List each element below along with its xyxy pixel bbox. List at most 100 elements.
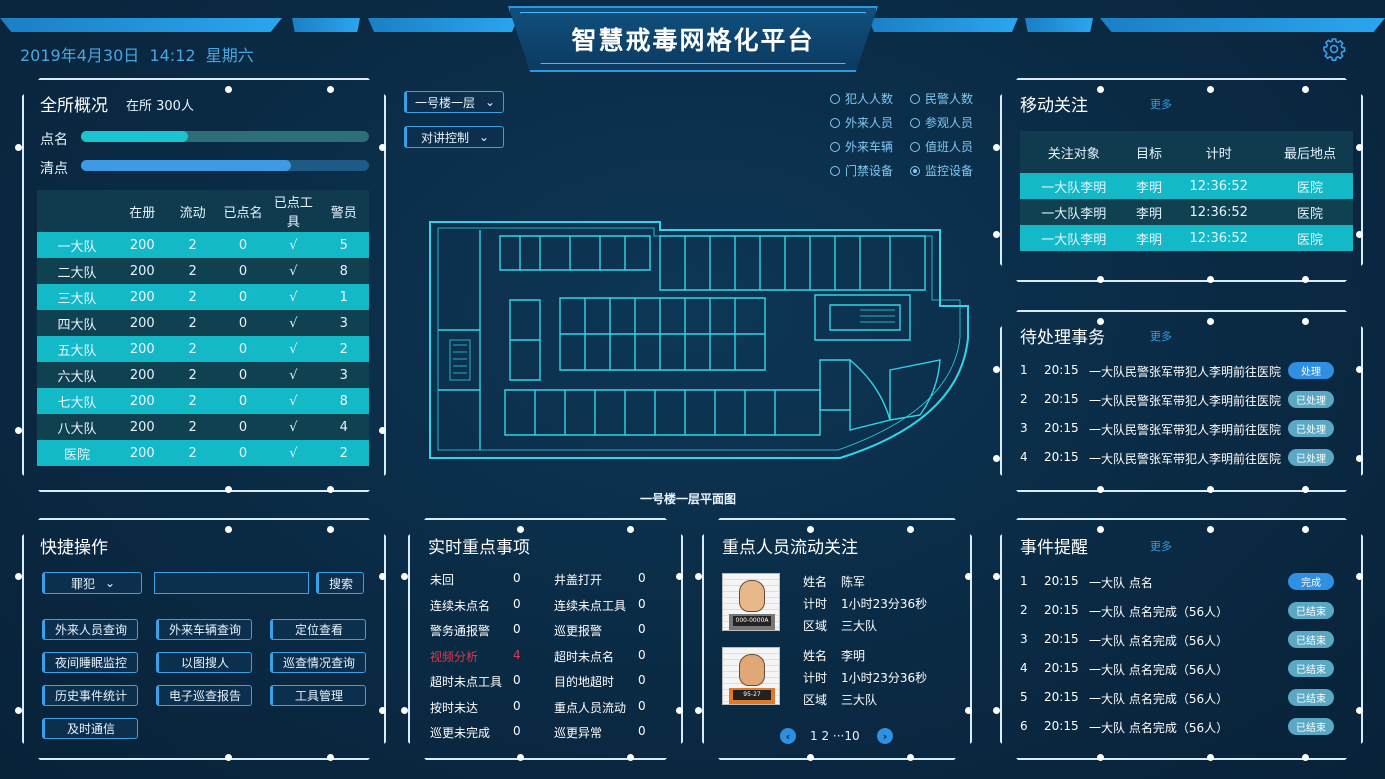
corner-dot (327, 86, 334, 93)
gear-icon[interactable] (1322, 37, 1346, 61)
legend-item[interactable]: 外来人员 (830, 114, 893, 131)
table-cell: 李明 (1135, 206, 1162, 222)
radio-icon[interactable] (830, 118, 840, 128)
table-cell: 200 (129, 393, 155, 409)
table-cell: 3 (339, 367, 348, 383)
realtime-item-value: 0 (638, 622, 646, 636)
quick-button[interactable]: 外来人员查询 (42, 619, 138, 640)
flow-label: 姓名 (803, 649, 828, 663)
pending-panel (1000, 310, 1363, 492)
legend-label: 门禁设备 (845, 164, 894, 178)
floor-select[interactable]: 一号楼一层⌄ (404, 91, 504, 113)
status-badge[interactable]: 已处理 (1288, 391, 1334, 408)
quick-button[interactable]: 历史事件统计 (42, 685, 138, 706)
search-input[interactable] (154, 572, 309, 594)
quick-button[interactable]: 夜间睡眠监控 (42, 652, 138, 673)
row-time: 20:15 (1044, 392, 1079, 406)
legend-item[interactable]: 门禁设备 (830, 162, 893, 179)
realtime-item-value: 0 (638, 596, 646, 611)
quick-button[interactable]: 巡查情况查询 (270, 652, 366, 673)
status-badge[interactable]: 完成 (1288, 573, 1334, 590)
table-cell: 李明 (1135, 232, 1162, 248)
realtime-title: 实时重点事项 (428, 538, 530, 558)
next-page-icon[interactable]: › (877, 728, 893, 744)
quick-button[interactable]: 定位查看 (270, 619, 366, 640)
legend-item[interactable]: 外来车辆 (830, 138, 893, 155)
corner-dot (327, 486, 334, 493)
status-badge[interactable]: 已结束 (1288, 660, 1334, 677)
quick-button[interactable]: 以图搜人 (156, 652, 252, 673)
legend-item[interactable]: 参观人员 (910, 114, 973, 131)
prev-page-icon[interactable]: ‹ (780, 728, 796, 744)
radio-icon[interactable] (910, 118, 920, 128)
table-cell: 3 (339, 315, 348, 331)
pending-more-link[interactable]: 更多 (1150, 330, 1172, 343)
pager-text[interactable]: 1 2 ···10 (810, 729, 860, 743)
radio-icon[interactable] (910, 166, 920, 176)
radio-icon[interactable] (830, 142, 840, 152)
column-header: 最后地点 (1283, 146, 1336, 162)
legend-item[interactable]: 值班人员 (910, 138, 973, 155)
check-label: 清点 (40, 161, 68, 177)
intercom-select[interactable]: 对讲控制⌄ (404, 126, 504, 148)
realtime-item-value: 0 (638, 724, 646, 738)
status-badge[interactable]: 已结束 (1288, 689, 1334, 706)
column-header: 目标 (1135, 146, 1162, 162)
quick-button[interactable]: 外来车辆查询 (156, 619, 252, 640)
radio-icon[interactable] (910, 94, 920, 104)
category-select[interactable]: 罪犯⌄ (42, 572, 142, 594)
status-badge[interactable]: 已处理 (1288, 449, 1334, 466)
status-badge[interactable]: 已结束 (1288, 718, 1334, 735)
mobile-more-link[interactable]: 更多 (1150, 98, 1172, 111)
status-badge[interactable]: 处理 (1288, 362, 1334, 379)
realtime-item-label: 井盖打开 (554, 573, 603, 587)
category-select-label: 罪犯 (70, 576, 95, 591)
legend-item[interactable]: 民警人数 (910, 90, 973, 107)
flow-panel (702, 518, 972, 760)
status-badge[interactable]: 已结束 (1288, 631, 1334, 648)
rollcall-label: 点名 (40, 132, 68, 148)
table-cell: √ (289, 445, 298, 461)
table-cell: 2 (188, 263, 197, 279)
row-number: 3 (1020, 632, 1028, 646)
search-button[interactable]: 搜索 (316, 572, 364, 594)
realtime-item-value: 0 (513, 673, 521, 687)
legend-item[interactable]: 犯人人数 (830, 90, 893, 107)
corner-dot (1207, 754, 1214, 761)
corner-dot (993, 144, 1000, 151)
row-number: 1 (1020, 574, 1028, 588)
legend-label: 外来车辆 (845, 140, 894, 154)
corner-dot (627, 754, 634, 761)
corner-dot (1356, 144, 1363, 151)
quick-button[interactable]: 及时通信 (42, 718, 138, 739)
status-badge[interactable]: 已结束 (1288, 602, 1334, 619)
table-cell: 2 (188, 289, 197, 305)
table-cell: 200 (129, 263, 155, 279)
status-badge[interactable]: 已处理 (1288, 420, 1334, 437)
realtime-item-value: 4 (513, 647, 521, 662)
quick-button[interactable]: 电子巡查报告 (156, 685, 252, 706)
radio-icon[interactable] (910, 142, 920, 152)
radio-icon[interactable] (830, 166, 840, 176)
corner-dot (993, 707, 1000, 714)
corner-dot (1207, 526, 1214, 533)
legend-label: 民警人数 (925, 92, 974, 106)
radio-icon[interactable] (830, 94, 840, 104)
realtime-item-value: 0 (513, 724, 521, 738)
quick-button[interactable]: 工具管理 (270, 685, 366, 706)
legend-item[interactable]: 监控设备 (910, 162, 973, 179)
floor-plan-map[interactable] (420, 210, 980, 470)
events-more-link[interactable]: 更多 (1150, 540, 1172, 553)
